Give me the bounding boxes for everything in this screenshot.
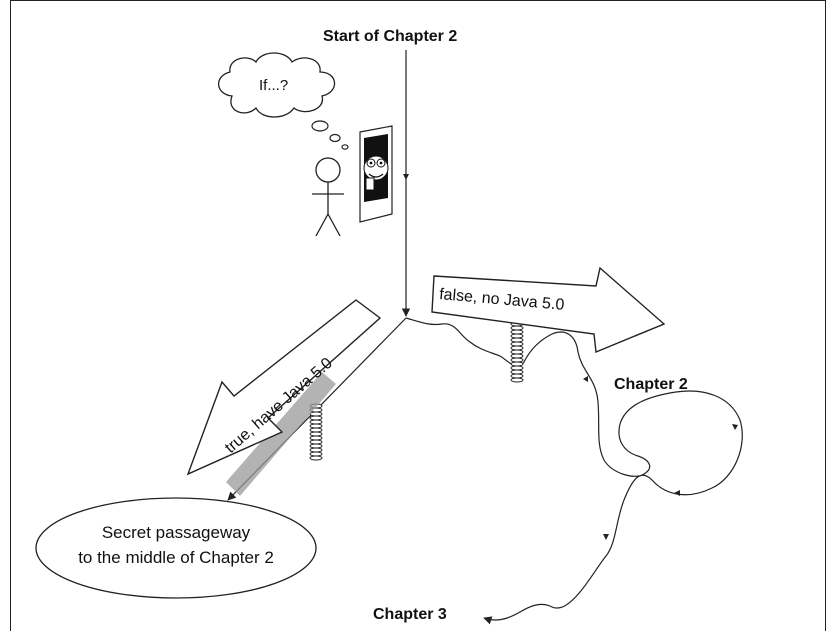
chapter-2-label: Chapter 2 — [614, 376, 688, 393]
start-arrow-line — [401, 50, 411, 317]
spring-coil — [510, 357, 524, 363]
spring-coil — [510, 365, 524, 371]
door-with-face-icon — [359, 125, 393, 223]
thought-cloud-icon — [217, 52, 349, 150]
spring-coil — [510, 361, 524, 367]
spring-coil — [510, 337, 524, 343]
spring-coil — [510, 341, 524, 347]
spring-coil — [309, 451, 323, 457]
spring-coil — [510, 369, 524, 375]
spring-coil — [309, 419, 323, 425]
spring-coil — [510, 345, 524, 351]
spring-coil — [510, 349, 524, 355]
secret-passageway-oval — [35, 497, 317, 599]
secret-passageway-line-2: to the middle of Chapter 2 — [78, 548, 274, 567]
spring-coil — [309, 455, 323, 461]
spring-coil — [510, 325, 524, 331]
spring-coil — [510, 377, 524, 383]
spring-coil — [510, 373, 524, 379]
spring-coil — [309, 431, 323, 437]
spring-coil — [309, 443, 323, 449]
spring-coil — [510, 329, 524, 335]
spring-icon — [309, 403, 323, 461]
spring-coil — [309, 439, 323, 445]
chapter-3-label: Chapter 3 — [373, 606, 447, 623]
spring-coil — [309, 447, 323, 453]
true-arrow — [186, 299, 382, 496]
page-title: Start of Chapter 2 — [323, 28, 458, 45]
spring-coil — [510, 333, 524, 339]
spring-coil — [510, 353, 524, 359]
spring-coil — [309, 411, 323, 417]
spring-coil — [309, 435, 323, 441]
spring-coil — [309, 423, 323, 429]
frame-border — [10, 0, 826, 631]
spring-coil — [309, 415, 323, 421]
false-arrow — [431, 266, 666, 354]
false-branch-path — [405, 317, 743, 625]
secret-passageway-line-1: Secret passageway — [101, 523, 251, 542]
thought-text: If...? — [259, 77, 289, 94]
spring-coil — [309, 427, 323, 433]
spring-icon — [510, 317, 524, 383]
stick-figure-icon — [312, 157, 344, 237]
